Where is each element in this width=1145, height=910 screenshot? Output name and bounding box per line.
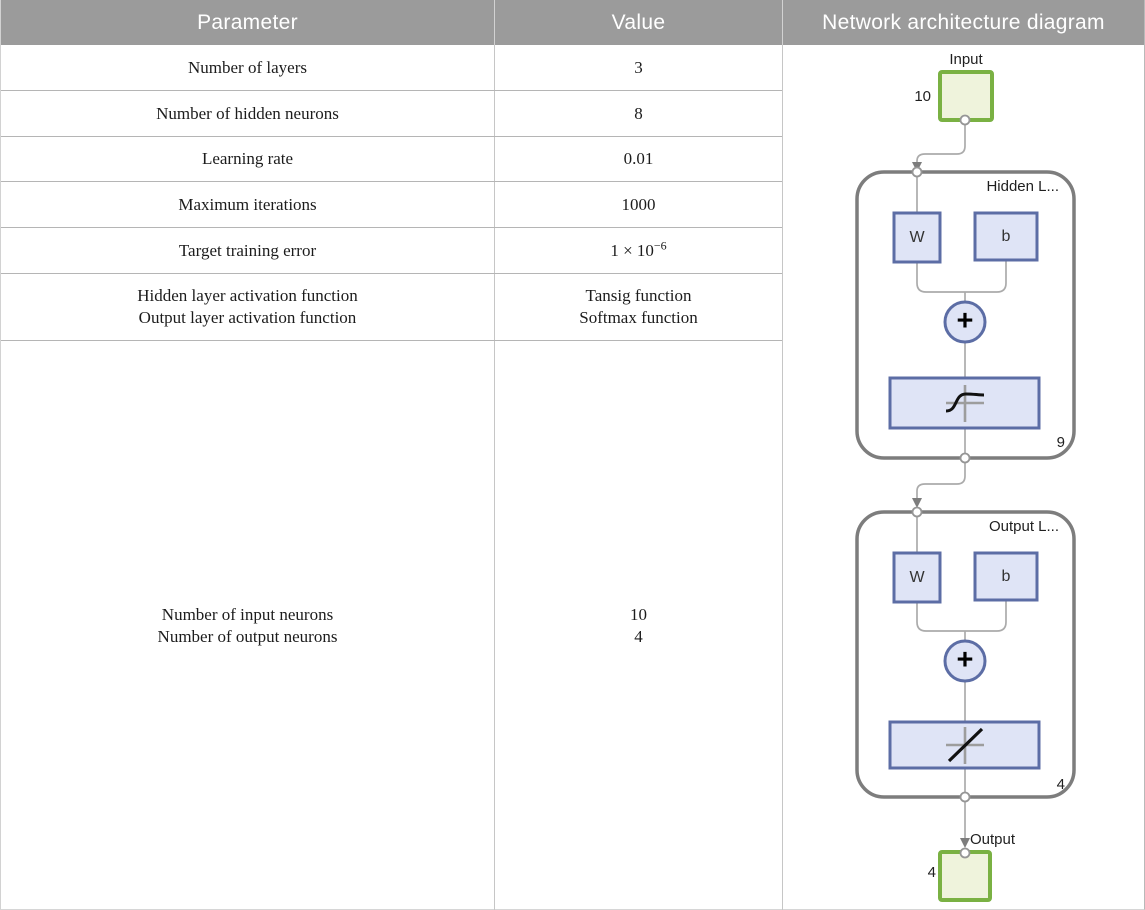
output-weight-block bbox=[892, 551, 942, 604]
input-block bbox=[938, 70, 994, 122]
tansig-curve bbox=[945, 392, 985, 413]
port-circle bbox=[911, 166, 923, 178]
hidden-weight-block bbox=[892, 211, 942, 264]
value-line: 4 bbox=[634, 626, 643, 646]
output-weight-path bbox=[916, 515, 965, 632]
exponent: −6 bbox=[653, 237, 667, 252]
hidden-neuron-count: 9 bbox=[1056, 434, 1065, 451]
hidden-sum-node bbox=[943, 300, 987, 344]
param-line: Output layer activation function bbox=[138, 308, 357, 327]
value-cell: 3 bbox=[494, 45, 782, 90]
value-cell: 1 × 10−6 bbox=[494, 228, 782, 273]
hidden-weight-path bbox=[916, 175, 965, 293]
port-circle bbox=[959, 114, 971, 126]
output-bias-path bbox=[965, 601, 1007, 632]
header-network-architecture-diagram: Network architecture diagram bbox=[782, 0, 1144, 45]
port-circle bbox=[911, 506, 923, 518]
network-diagram-canvas bbox=[855, 70, 1076, 902]
value-cell: 8 bbox=[494, 91, 782, 136]
table-body: Number of layers 3 Number of hidden neur… bbox=[1, 45, 1144, 910]
param-cell: Number of layers bbox=[188, 57, 307, 77]
table-row: Number of input neurons Number of output… bbox=[1, 341, 782, 910]
output-block bbox=[938, 850, 992, 902]
table-row: Maximum iterations 1000 bbox=[1, 182, 782, 228]
arrow-down-icon bbox=[912, 498, 922, 508]
arrow-down-icon bbox=[960, 838, 970, 848]
param-cell: Number of hidden neurons bbox=[156, 103, 339, 123]
plus-icon: + bbox=[956, 304, 974, 337]
value-cell: 10 4 bbox=[494, 341, 782, 910]
port-circles bbox=[911, 114, 971, 859]
hidden-to-output-connector bbox=[916, 463, 966, 504]
param-cell: Learning rate bbox=[201, 149, 294, 168]
output-bias-label: b bbox=[1001, 567, 1011, 585]
param-cell: Maximum iterations bbox=[178, 194, 317, 214]
axis-cross bbox=[946, 385, 984, 422]
hidden-bias-label: b bbox=[1001, 227, 1011, 245]
table-row: Learning rate 0.01 bbox=[1, 137, 782, 182]
param-cell: Target training error bbox=[178, 240, 317, 260]
input-to-hidden-connector bbox=[916, 124, 966, 168]
output-layer-title: Output L... bbox=[988, 518, 1059, 535]
parameter-value-rows: Number of layers 3 Number of hidden neur… bbox=[1, 45, 782, 910]
table-row: Number of layers 3 bbox=[1, 45, 782, 91]
hidden-bias-block bbox=[973, 211, 1039, 262]
tansig-curve-icon bbox=[945, 385, 985, 422]
output-size-label: 4 bbox=[927, 864, 936, 881]
value-line: Softmax function bbox=[579, 308, 698, 327]
header-parameter: Parameter bbox=[197, 10, 298, 34]
table-row: Target training error 1 × 10−6 bbox=[1, 228, 782, 274]
output-bias-block bbox=[973, 551, 1039, 602]
output-label: Output bbox=[970, 831, 1016, 848]
hidden-layer-title: Hidden L... bbox=[986, 178, 1059, 195]
table-header-row: Parameter Value Network architecture dia… bbox=[1, 0, 1144, 45]
value-cell: 1000 bbox=[494, 182, 782, 227]
output-weight-label: W bbox=[909, 568, 925, 586]
port-circle bbox=[959, 847, 971, 859]
network-architecture-diagram: Input 10 Hidden L... W b + 9 Output L...… bbox=[782, 45, 1144, 910]
plus-icon: + bbox=[956, 643, 974, 676]
hidden-bias-path bbox=[965, 261, 1007, 293]
value-line: Tansig function bbox=[585, 286, 692, 305]
port-circle bbox=[959, 791, 971, 803]
param-cell: Hidden layer activation function Output … bbox=[1, 274, 494, 340]
table-row: Number of hidden neurons 8 bbox=[1, 91, 782, 137]
table-row: Hidden layer activation function Output … bbox=[1, 274, 782, 341]
value-line: 10 bbox=[630, 604, 647, 624]
output-sum-node bbox=[943, 639, 987, 683]
input-size-label: 10 bbox=[914, 88, 931, 105]
scientific-notation-value: 1 × 10−6 bbox=[610, 237, 667, 260]
header-value: Value bbox=[494, 0, 782, 45]
param-line: Number of output neurons bbox=[157, 626, 338, 646]
param-cell: Number of input neurons Number of output… bbox=[1, 341, 494, 910]
connector-lines bbox=[916, 124, 1007, 842]
linear-line bbox=[947, 727, 984, 763]
input-label: Input bbox=[949, 51, 983, 68]
value-cell: Tansig function Softmax function bbox=[494, 274, 782, 340]
hidden-weight-label: W bbox=[909, 228, 925, 246]
param-line: Hidden layer activation function bbox=[137, 286, 358, 305]
linear-line-icon bbox=[946, 727, 984, 764]
value-cell: 0.01 bbox=[494, 137, 782, 181]
output-neuron-count: 4 bbox=[1056, 776, 1065, 793]
port-circle bbox=[959, 452, 971, 464]
param-line: Number of input neurons bbox=[161, 604, 334, 624]
